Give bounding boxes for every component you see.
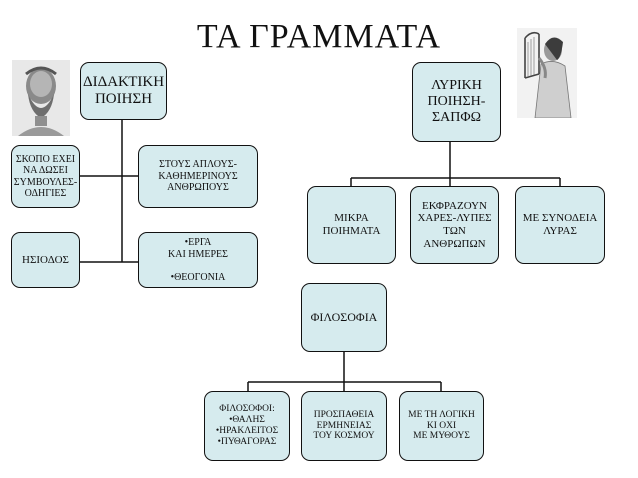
lyric-child-box: ΜΕ ΣΥΝΟΔΕΙΑ ΛΥΡΑΣ: [515, 186, 605, 264]
page-title: ΤΑ ΓΡΑΜΜΑΤΑ: [196, 18, 442, 55]
philosophy-child-label: ΠΡΟΣΠΑΘΕΙΑ ΕΡΜΗΝΕΙΑΣ ΤΟΥ ΚΟΣΜΟΥ: [313, 409, 375, 442]
philosophy-child-box: ΜΕ ΤΗ ΛΟΓΙΚΗ ΚΙ ΟΧΙ ΜΕ ΜΥΘΟΥΣ: [399, 391, 484, 461]
philosophy-label: ΦΙΛΟΣΟΦΙΑ: [310, 309, 378, 324]
didactic-audience-label: ΣΤΟΥΣ ΑΠΛΟΥΣ- ΚΑΘΗΜΕΡΙΝΟΥΣ ΑΝΘΡΩΠΟΥΣ: [158, 159, 238, 194]
sappho-with-lyre-portrait-icon: [517, 28, 577, 118]
philosophy-child-box: ΦΙΛΟΣΟΦΟΙ: •ΘΑΛΗΣ •ΗΡΑΚΛΕΙΤΟΣ •ΠΥΘΑΓΟΡΑΣ: [204, 391, 290, 461]
didactic-works-box: •ΕΡΓΑ ΚΑΙ ΗΜΕΡΕΣ •ΘΕΟΓΟΝΙΑ: [138, 232, 258, 288]
philosophy-root: ΦΙΛΟΣΟΦΙΑ: [301, 283, 387, 352]
didactic-poetry-root: ΔΙΔΑΚΤΙΚΗ ΠΟΙΗΣΗ: [80, 62, 167, 120]
philosophy-child-label: ΦΙΛΟΣΟΦΟΙ: •ΘΑΛΗΣ •ΗΡΑΚΛΕΙΤΟΣ •ΠΥΘΑΓΟΡΑΣ: [215, 404, 279, 447]
lyric-child-label: ΜΙΚΡΑ ΠΟΙΗΜΑΤΑ: [322, 212, 381, 237]
lyric-child-label: ΕΚΦΡΑΖΟΥΝ ΧΑΡΕΣ-ΛΥΠΕΣ ΤΩΝ ΑΝΘΡΩΠΩΝ: [417, 199, 492, 250]
homer-bust-portrait-icon: [12, 60, 70, 136]
didactic-audience-box: ΣΤΟΥΣ ΑΠΛΟΥΣ- ΚΑΘΗΜΕΡΙΝΟΥΣ ΑΝΘΡΩΠΟΥΣ: [138, 145, 258, 208]
didactic-poet-box: ΗΣΙΟΔΟΣ: [11, 232, 80, 288]
philosophy-child-box: ΠΡΟΣΠΑΘΕΙΑ ΕΡΜΗΝΕΙΑΣ ΤΟΥ ΚΟΣΜΟΥ: [301, 391, 387, 461]
lyric-poetry-root: ΛΥΡΙΚΗ ΠΟΙΗΣΗ- ΣΑΠΦΩ: [412, 62, 501, 142]
lyric-child-label: ΜΕ ΣΥΝΟΔΕΙΑ ΛΥΡΑΣ: [522, 212, 598, 237]
lyric-poetry-label: ΛΥΡΙΚΗ ΠΟΙΗΣΗ- ΣΑΠΦΩ: [427, 77, 486, 126]
didactic-purpose-label: ΣΚΟΠΟ ΕΧΕΙ ΝΑ ΔΩΣΕΙ ΣΥΜΒΟΥΛΕΣ- ΟΔΗΓΙΕΣ: [13, 153, 78, 200]
didactic-purpose-box: ΣΚΟΠΟ ΕΧΕΙ ΝΑ ΔΩΣΕΙ ΣΥΜΒΟΥΛΕΣ- ΟΔΗΓΙΕΣ: [11, 145, 80, 208]
didactic-works-label: •ΕΡΓΑ ΚΑΙ ΗΜΕΡΕΣ •ΘΕΟΓΟΝΙΑ: [168, 237, 228, 283]
lyric-child-box: ΜΙΚΡΑ ΠΟΙΗΜΑΤΑ: [307, 186, 396, 264]
lyric-child-box: ΕΚΦΡΑΖΟΥΝ ΧΑΡΕΣ-ΛΥΠΕΣ ΤΩΝ ΑΝΘΡΩΠΩΝ: [410, 186, 499, 264]
didactic-poet-label: ΗΣΙΟΔΟΣ: [22, 253, 69, 266]
philosophy-child-label: ΜΕ ΤΗ ΛΟΓΙΚΗ ΚΙ ΟΧΙ ΜΕ ΜΥΘΟΥΣ: [408, 409, 475, 442]
didactic-poetry-label: ΔΙΔΑΚΤΙΚΗ ΠΟΙΗΣΗ: [82, 73, 165, 107]
